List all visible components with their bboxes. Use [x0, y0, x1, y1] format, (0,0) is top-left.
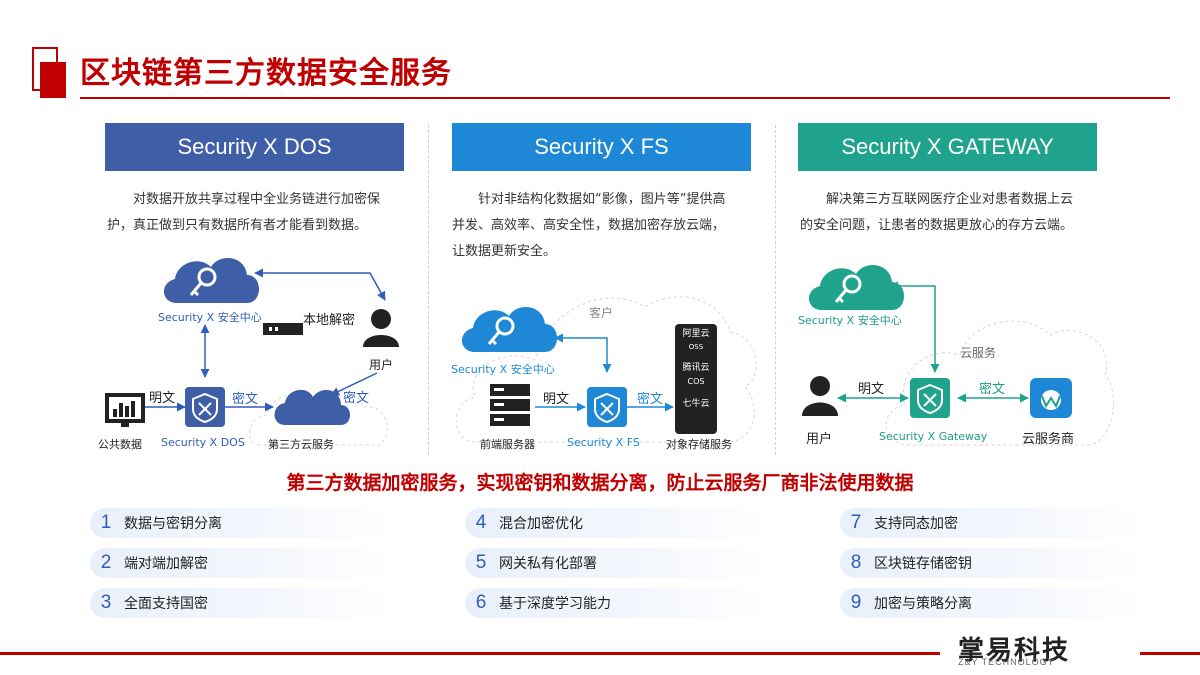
- provider-icon: [1030, 378, 1072, 418]
- monitor-chart-icon: [105, 393, 145, 427]
- feature-item: 6 基于深度学习能力: [465, 588, 765, 618]
- desc-line: 的安全问题，让患者的数据更放心的存方云端。: [800, 218, 1074, 233]
- title-decoration-fill: [40, 62, 66, 98]
- fs-ciphertext-label: 密文: [637, 392, 664, 407]
- key-cloud-icon: [461, 306, 557, 352]
- feature-text: 全面支持国密: [124, 596, 208, 612]
- feature-number: 1: [100, 512, 112, 533]
- feature-item: 5 网关私有化部署: [465, 548, 765, 578]
- key-cloud-icon: [163, 257, 259, 303]
- user-icon: [802, 376, 838, 416]
- desc-line: 解决第三方互联网医疗企业对患者数据上云: [826, 192, 1074, 207]
- dos-description: 对数据开放共享过程中全业务链进行加密保 护，真正做到只有数据所有者才能看到数据。: [107, 187, 407, 239]
- dos-public-data-label: 公共数据: [98, 438, 142, 451]
- storage-brand: COS: [687, 377, 705, 386]
- fs-hub-label: Security X FS: [567, 436, 640, 449]
- title-divider: [80, 97, 1170, 99]
- desc-line: 护，真正做到只有数据所有者才能看到数据。: [107, 218, 368, 233]
- feature-number: 3: [100, 592, 112, 613]
- fs-customer-label: 客户: [589, 306, 614, 320]
- fs-header: Security X FS: [452, 123, 751, 171]
- fs-description: 针对非结构化数据如“影像，图片等”提供高 并发、高效率、高安全性，数据加密存放云…: [452, 187, 762, 265]
- dos-hub-label: Security X DOS: [161, 436, 245, 449]
- storage-brand: OSS: [688, 343, 704, 351]
- feature-item: 8 区块链存储密钥: [840, 548, 1140, 578]
- dos-key-center-label: Security X 安全中心: [158, 311, 262, 324]
- dos-diagram: [105, 257, 399, 446]
- user-icon: [363, 309, 399, 347]
- feature-item: 4 混合加密优化: [465, 508, 765, 538]
- footer-rule: [0, 652, 1200, 655]
- device-icon: [263, 323, 303, 335]
- fs-frontend-label: 前端服务器: [480, 438, 535, 451]
- column-divider: [428, 125, 429, 455]
- gateway-provider-label: 云服务商: [1022, 432, 1075, 447]
- company-logo-subtitle: Z&Y TECHNOLOGY: [958, 657, 1055, 667]
- feature-number: 8: [850, 552, 862, 573]
- gateway-key-center-label: Security X 安全中心: [798, 314, 902, 327]
- column-divider: [775, 125, 776, 455]
- gateway-user-label: 用户: [806, 432, 833, 447]
- dos-ciphertext-label: 密文: [343, 391, 370, 406]
- cloud-icon: [274, 389, 350, 425]
- dos-local-decrypt-label: 本地解密: [303, 313, 356, 328]
- dos-plaintext-label: 明文: [149, 391, 176, 406]
- gateway-plaintext-label: 明文: [858, 382, 885, 397]
- shield-x-icon: [910, 378, 950, 418]
- desc-line: 让数据更新安全。: [452, 244, 557, 259]
- company-logo: 掌易科技: [958, 636, 1071, 666]
- fs-key-center-label: Security X 安全中心: [451, 363, 555, 376]
- feature-text: 区块链存储密钥: [874, 556, 972, 572]
- gateway-description: 解决第三方互联网医疗企业对患者数据上云 的安全问题，让患者的数据更放心的存方云端…: [800, 187, 1110, 239]
- fs-plaintext-label: 明文: [543, 392, 570, 407]
- desc-line: 针对非结构化数据如“影像，图片等”提供高: [478, 192, 726, 207]
- feature-text: 混合加密优化: [499, 516, 583, 532]
- dos-cloud-label: 第三方云服务: [268, 438, 334, 451]
- gateway-diagram: [802, 264, 1114, 446]
- gateway-cloud-service-label: 云服务: [960, 346, 997, 360]
- gateway-ciphertext-label: 密文: [979, 382, 1006, 397]
- dos-header: Security X DOS: [105, 123, 404, 171]
- background-cloud: [249, 389, 388, 446]
- feature-text: 支持同态加密: [874, 516, 958, 532]
- logo-background: [940, 632, 1140, 672]
- gateway-header: Security X GATEWAY: [798, 123, 1097, 171]
- storage-brand: 腾讯云: [682, 363, 710, 373]
- page-title: 区块链第三方数据安全服务: [80, 56, 452, 91]
- feature-number: 9: [850, 592, 862, 613]
- storage-brand: 阿里云: [682, 329, 710, 339]
- shield-x-icon: [587, 387, 627, 427]
- key-cloud-icon: [808, 264, 904, 310]
- feature-text: 端对端加解密: [124, 556, 208, 572]
- feature-item: 3 全面支持国密: [90, 588, 390, 618]
- gateway-hub-label: Security X Gateway: [879, 430, 988, 443]
- feature-number: 4: [475, 512, 487, 533]
- storage-brand-list: 阿里云 OSS 腾讯云 COS 七牛云: [675, 328, 717, 411]
- dos-user-label: 用户: [369, 358, 394, 372]
- desc-line: 对数据开放共享过程中全业务链进行加密保: [133, 192, 381, 207]
- feature-text: 数据与密钥分离: [124, 516, 222, 532]
- feature-number: 5: [475, 552, 487, 573]
- feature-item: 7 支持同态加密: [840, 508, 1140, 538]
- desc-line: 并发、高效率、高安全性，数据加密存放云端，: [452, 218, 726, 233]
- storage-brand: 七牛云: [682, 399, 710, 409]
- server-icon: [490, 384, 530, 426]
- feature-number: 2: [100, 552, 112, 573]
- feature-text: 加密与策略分离: [874, 596, 972, 612]
- feature-item: 9 加密与策略分离: [840, 588, 1140, 618]
- fs-storage-label: 对象存储服务: [666, 438, 732, 451]
- dos-ciphertext-label: 密文: [232, 392, 259, 407]
- feature-text: 网关私有化部署: [499, 556, 597, 572]
- feature-item: 2 端对端加解密: [90, 548, 390, 578]
- tagline: 第三方数据加密服务，实现密钥和数据分离，防止云服务厂商非法使用数据: [286, 472, 914, 494]
- shield-x-icon: [185, 387, 225, 427]
- fs-diagram: [455, 296, 757, 443]
- feature-number: 7: [850, 512, 862, 533]
- feature-text: 基于深度学习能力: [499, 596, 611, 612]
- feature-item: 1 数据与密钥分离: [90, 508, 390, 538]
- storage-icon: [675, 324, 717, 434]
- feature-number: 6: [475, 592, 487, 613]
